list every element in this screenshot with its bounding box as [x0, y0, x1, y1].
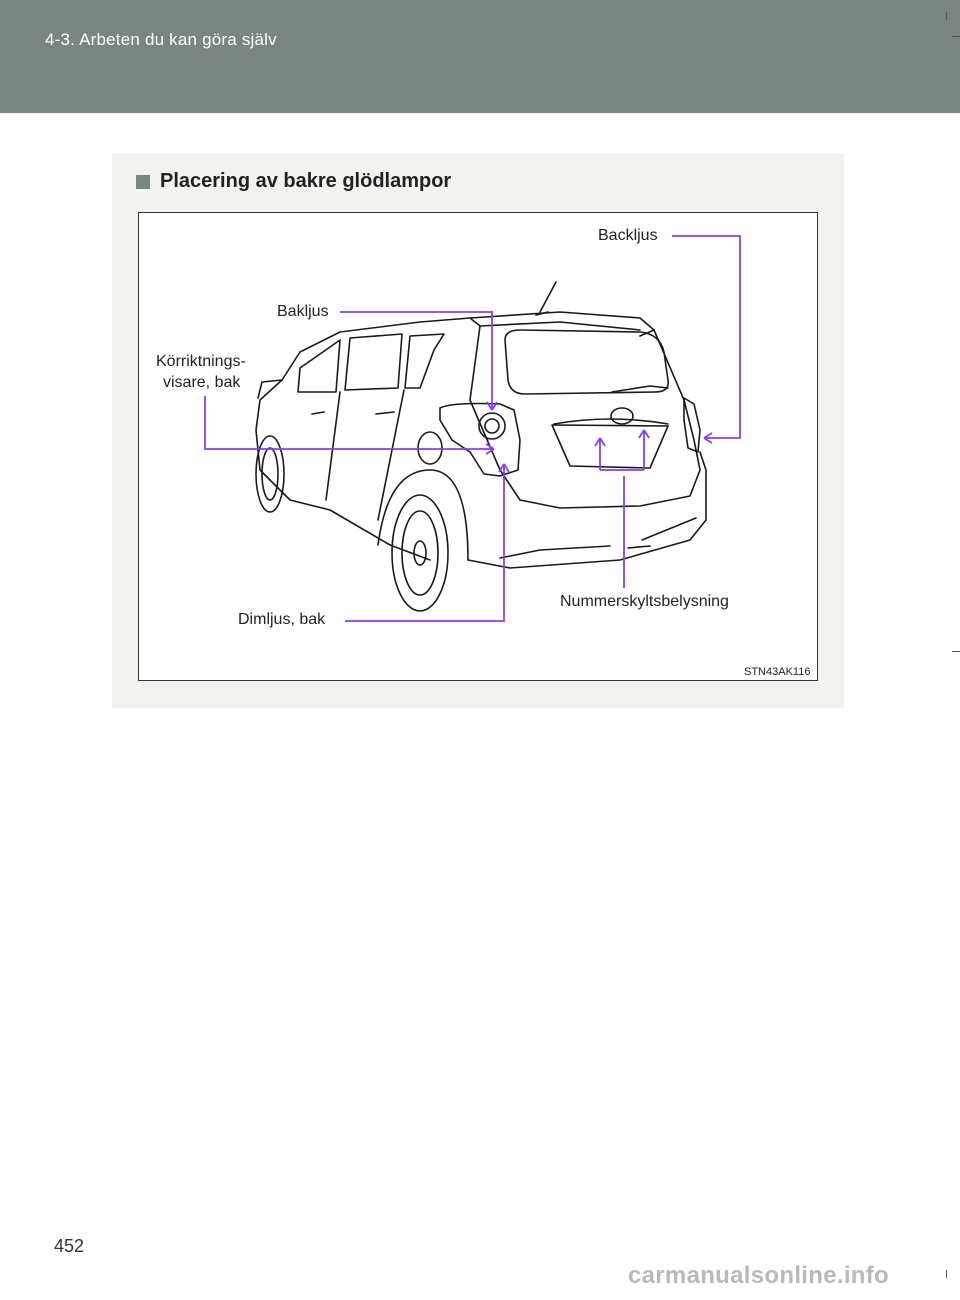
crop-mark: [946, 12, 947, 20]
square-bullet-icon: [136, 174, 150, 189]
section-heading: Placering av bakre glödlampor: [136, 170, 451, 193]
label-bakljus: Bakljus: [277, 303, 329, 320]
crop-mark: [952, 651, 960, 652]
page-header: 4-3. Arbeten du kan göra själv: [0, 0, 960, 113]
crop-mark: [952, 36, 960, 37]
label-dimljus: Dimljus, bak: [238, 611, 326, 628]
crop-mark: [946, 1270, 947, 1278]
section-heading-text: Placering av bakre glödlampor: [160, 170, 452, 192]
page-number: 452: [54, 1236, 85, 1256]
callout-lines: [204, 235, 741, 622]
label-backljus: Backljus: [598, 227, 658, 244]
header-section-title: 4-3. Arbeten du kan göra själv: [45, 30, 277, 49]
label-nummerskyltsbelysning: Nummerskyltsbelysning: [560, 593, 729, 610]
car-rear-illustration: [138, 212, 818, 681]
label-korriktningsvisare-line1: Körriktnings-: [156, 353, 246, 370]
figure-id: STN43AK116: [744, 666, 811, 678]
label-korriktningsvisare-line2: visare, bak: [163, 374, 241, 391]
watermark: carmanualsonline.info: [628, 1262, 890, 1289]
